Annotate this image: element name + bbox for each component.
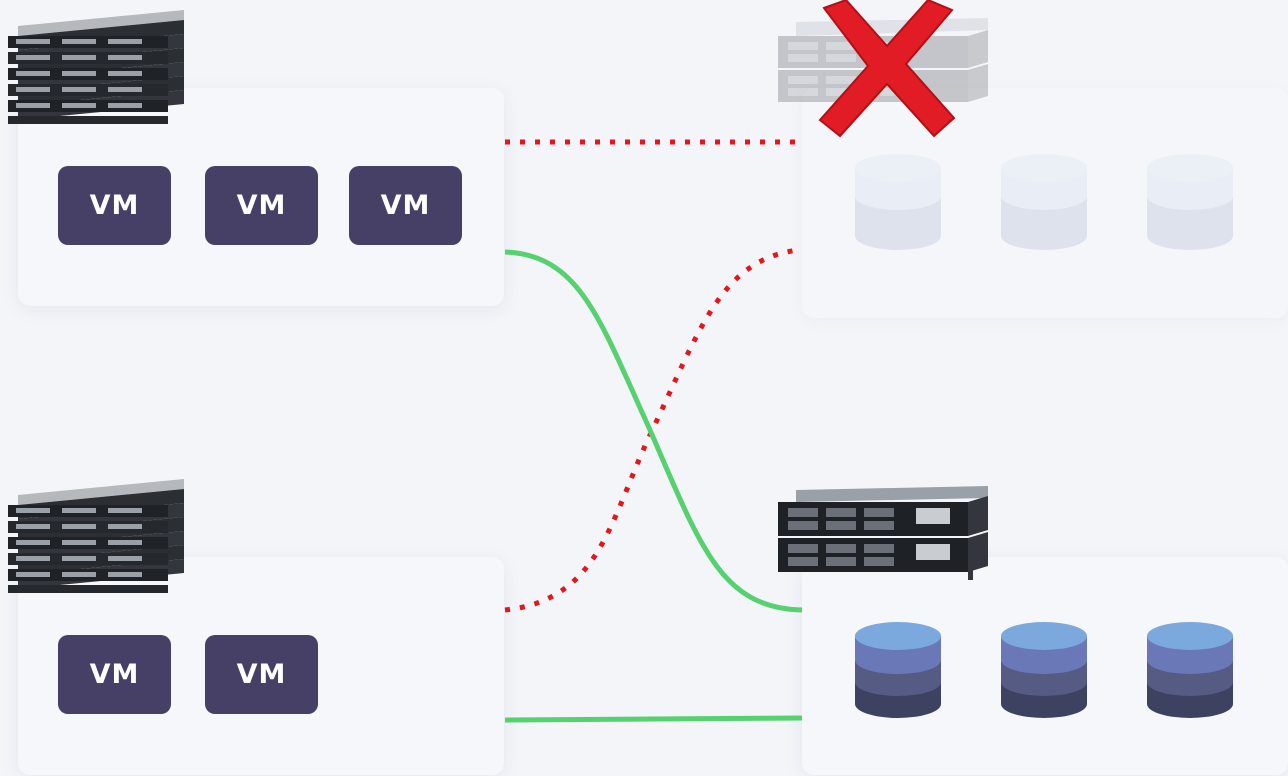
- vm-box: VM: [58, 635, 171, 714]
- database-icon: [1001, 154, 1087, 250]
- link-host1-to-storage2-active: [504, 249, 803, 613]
- nas-server-icon: [778, 486, 988, 580]
- link-host2-to-storage1-broken: [504, 247, 799, 613]
- database-icon: [1147, 154, 1233, 250]
- link-host2-to-storage2-active: [504, 715, 803, 723]
- vm-box: VM: [349, 166, 462, 245]
- rack-server-icon: [8, 479, 184, 593]
- database-icon: [1001, 622, 1087, 718]
- database-icon: [1147, 622, 1233, 718]
- vm-box: VM: [205, 635, 318, 714]
- database-icon: [855, 154, 941, 250]
- database-icon: [855, 622, 941, 718]
- rack-server-icon: [8, 10, 184, 124]
- red-x-icon: [818, 0, 956, 138]
- vm-box: VM: [58, 166, 171, 245]
- vm-box: VM: [205, 166, 318, 245]
